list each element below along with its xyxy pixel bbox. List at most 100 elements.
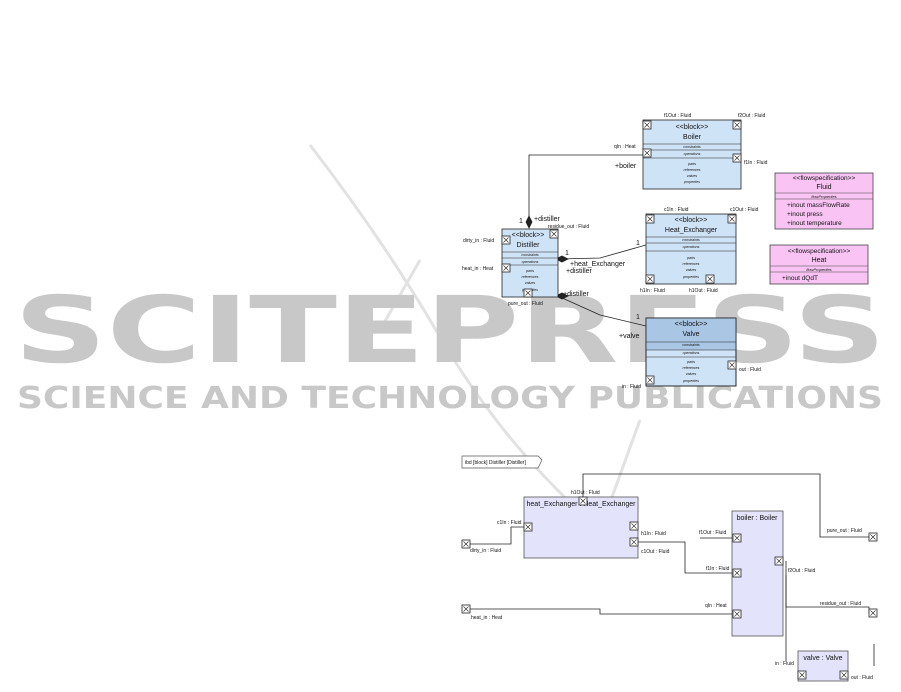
block-stereotype: <<block>> xyxy=(675,217,708,224)
port-label: pure_out : Fluid xyxy=(508,301,543,307)
part-name: valve : Valve xyxy=(803,655,842,662)
flowspec-fluid[interactable]: <<flowspecification>> Fluid flowProperti… xyxy=(774,172,874,230)
port-out-icon[interactable] xyxy=(727,360,737,370)
composition-diamond xyxy=(555,255,569,263)
port-label: dirty_in : Fluid xyxy=(463,238,494,244)
ibd-frame-tab: ibd [block] Distiller [Distiller] xyxy=(461,455,543,469)
port-label: h1In : Fluid xyxy=(640,288,665,294)
port-label: h1Out : Fluid xyxy=(689,288,718,294)
block-stereotype: <<block>> xyxy=(512,232,545,239)
role-valve: +valve xyxy=(619,333,640,340)
compartment-references: references xyxy=(683,262,700,266)
port-label: h1In : Fluid xyxy=(641,531,666,537)
port-label: in : Fluid xyxy=(622,384,641,390)
connector-dirty-in[interactable] xyxy=(470,526,524,545)
watermark-logo: SCITEPRESS SCIENCE AND TECHNOLOGY PUBLIC… xyxy=(14,144,886,532)
watermark-logo-text: SCITEPRESS xyxy=(14,277,886,384)
port-h1out-icon[interactable] xyxy=(705,274,715,284)
port-label: f1Out : Fluid xyxy=(664,113,691,119)
port-residue-out-icon[interactable] xyxy=(549,229,559,239)
block-name: Distiller xyxy=(517,242,541,249)
port-f1in-icon[interactable] xyxy=(732,568,742,578)
port-label: qIn : Heat xyxy=(614,144,636,150)
port-dirty-in-icon[interactable] xyxy=(461,539,471,549)
port-label: residue_out : Fluid xyxy=(548,224,589,230)
multiplicity-1: 1 xyxy=(519,218,523,225)
compartment-values: values xyxy=(525,281,536,285)
connector-heat-in[interactable] xyxy=(470,608,732,615)
compartment-properties: properties xyxy=(682,275,699,279)
block-name: Heat_Exchanger xyxy=(665,227,718,234)
port-f2out-icon[interactable] xyxy=(774,556,784,566)
compartment-constraints: constraints xyxy=(682,343,700,347)
flowspec-prop: +inout massFlowRate xyxy=(787,202,850,209)
port-in-icon[interactable] xyxy=(645,375,655,385)
port-qin-icon[interactable] xyxy=(732,609,742,619)
port-c1in-icon[interactable] xyxy=(645,214,655,224)
port-in-icon[interactable] xyxy=(797,670,807,680)
compartment-references: references xyxy=(683,366,700,370)
multiplicity-1: 1 xyxy=(636,240,640,247)
port-f1out-icon[interactable] xyxy=(732,533,742,543)
assoc-distiller-valve[interactable] xyxy=(559,296,647,327)
port-label: f2Out : Fluid xyxy=(788,568,815,574)
port-label: f2Out : Fluid xyxy=(738,113,765,119)
block-name: Valve xyxy=(683,331,700,338)
port-pure-out-icon[interactable] xyxy=(868,532,878,542)
ibd-part-boiler[interactable]: boiler : Boiler xyxy=(731,510,784,637)
flowspec-section: flowProperties xyxy=(806,267,831,272)
multiplicity-1: 1 xyxy=(636,314,640,321)
compartment-operations: operations xyxy=(522,260,539,264)
port-label: residue_out : Fluid xyxy=(820,601,861,607)
compartment-properties: properties xyxy=(682,379,699,383)
ibd-part-heat-exchanger[interactable]: heat_Exchanger : Heat_Exchanger xyxy=(523,496,639,559)
flowspec-prop: +inout dQdT xyxy=(782,275,818,282)
bdd-associations xyxy=(525,154,647,327)
compartment-constraints: constraints xyxy=(521,253,539,257)
port-label: h1Out : Fluid xyxy=(571,490,600,496)
port-pure-out-icon[interactable] xyxy=(523,288,533,298)
port-label: f1Out : Fluid xyxy=(699,530,726,536)
compartment-parts: parts xyxy=(686,256,695,260)
port-f2out-icon[interactable] xyxy=(732,120,742,130)
multiplicity-1: 1 xyxy=(565,250,569,257)
block-distiller[interactable]: <<block>> Distiller constraints operatio… xyxy=(501,228,559,298)
role-heat-exchanger: +heat_Exchanger xyxy=(570,261,626,268)
port-label: out : Fluid xyxy=(851,675,873,681)
role-boiler: +boiler xyxy=(615,163,637,170)
port-label: heat_in : Heat xyxy=(471,615,503,621)
port-out-icon[interactable] xyxy=(839,670,849,680)
port-heat-in-icon[interactable] xyxy=(461,604,471,614)
port-h1out-icon[interactable] xyxy=(578,496,588,506)
flowspec-stereotype: <<flowspecification>> xyxy=(788,248,851,255)
flowspec-heat[interactable]: <<flowspecification>> Heat flowPropertie… xyxy=(769,244,869,285)
connector-pure-out[interactable] xyxy=(582,473,869,538)
block-heat-exchanger[interactable]: <<block>> Heat_Exchanger constraints ope… xyxy=(645,213,737,285)
compartment-operations: operations xyxy=(683,245,700,249)
connector-c1out-f1in[interactable] xyxy=(638,541,732,574)
port-f1out-icon[interactable] xyxy=(642,120,652,130)
compartment-references: references xyxy=(522,275,539,279)
watermark-subtitle: SCIENCE AND TECHNOLOGY PUBLICATIONS xyxy=(17,381,883,416)
flowspec-section: flowProperties xyxy=(811,194,836,199)
port-qin-icon[interactable] xyxy=(642,148,652,158)
ibd-part-valve[interactable]: valve : Valve xyxy=(797,650,849,682)
block-boiler[interactable]: <<block>> Boiler constraints operations … xyxy=(642,119,742,190)
port-h1in-icon[interactable] xyxy=(629,521,639,531)
port-label: c1In : Fluid xyxy=(664,207,689,213)
port-h1in-icon[interactable] xyxy=(645,274,655,284)
assoc-distiller-heat-exchanger[interactable] xyxy=(557,244,647,260)
port-dirty-in-icon[interactable] xyxy=(501,235,511,245)
port-heat-in-icon[interactable] xyxy=(501,263,511,273)
port-c1in-icon[interactable] xyxy=(523,522,533,532)
block-valve[interactable]: <<block>> Valve constraints operations p… xyxy=(645,317,737,387)
compartment-values: values xyxy=(686,372,697,376)
port-c1out-icon[interactable] xyxy=(629,537,639,547)
assoc-distiller-boiler[interactable] xyxy=(528,154,643,222)
port-residue-out-icon[interactable] xyxy=(868,608,878,618)
port-label: c1Out : Fluid xyxy=(730,207,759,213)
block-name: Boiler xyxy=(683,134,702,141)
flowspec-prop: +inout temperature xyxy=(787,220,842,227)
port-f1in-icon[interactable] xyxy=(732,153,742,163)
port-c1out-icon[interactable] xyxy=(727,214,737,224)
